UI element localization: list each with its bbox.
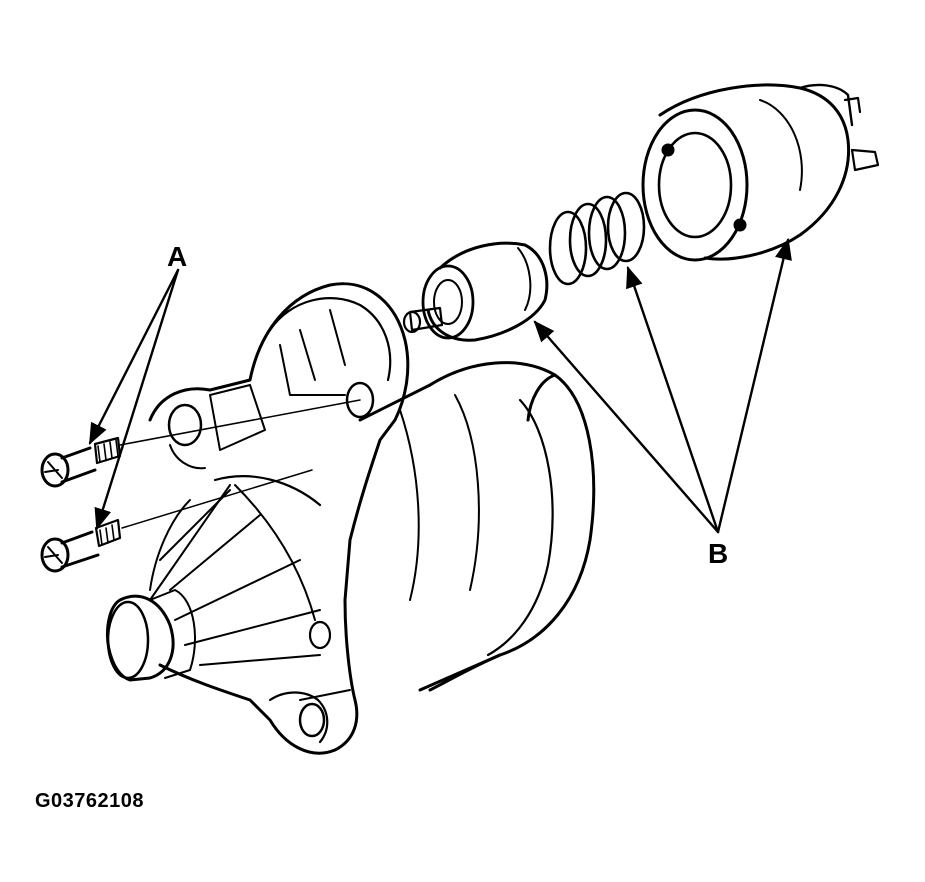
callout-label-b: B <box>708 538 729 569</box>
bolt-alignment-line-upper <box>120 400 360 445</box>
solenoid-body <box>643 85 878 260</box>
callout-label-a: A <box>167 241 188 272</box>
drive-end-housing <box>107 284 407 753</box>
starter-motor-body <box>360 363 594 690</box>
return-spring <box>550 193 644 284</box>
mounting-bolt-lower <box>42 520 120 571</box>
bolt-alignment-line-lower <box>122 470 312 528</box>
figure-code: G03762108 <box>35 790 145 812</box>
callout-b-leaders <box>533 237 792 532</box>
solenoid-plunger <box>404 243 547 340</box>
callout-a-leaders <box>90 270 178 531</box>
mounting-bolt-upper <box>42 438 120 486</box>
